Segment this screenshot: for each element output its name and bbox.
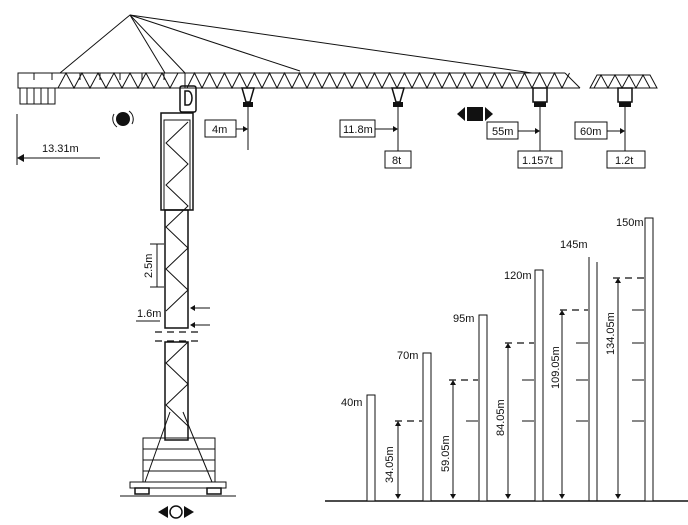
- operator-cab: [179, 85, 197, 113]
- ballast-base: [120, 411, 236, 497]
- jib-lacing-line: [186, 71, 570, 90]
- counter-jib: [17, 72, 186, 105]
- tower-145m: 145m 109.05m: [550, 239, 598, 501]
- mast-lacing: [165, 121, 189, 427]
- counter-jib-lacing-line: [57, 71, 179, 90]
- section-dimensions: 2.5m 1.6m: [136, 243, 210, 328]
- capacity-label: 1.2t: [615, 155, 633, 167]
- counter-jib-radius-label: 13.31m: [42, 143, 79, 155]
- radius-55m: 55m: [486, 121, 540, 140]
- section-height-label: 2.5m: [143, 254, 155, 278]
- radius-label: 55m: [492, 126, 513, 138]
- radius-60m: 60m: [574, 121, 625, 140]
- tower-150m: 150m 134.05m: [605, 217, 654, 502]
- capacity-label: 1.157t: [522, 155, 553, 167]
- total-height-label: 145m: [560, 239, 588, 251]
- trolley-60m: [617, 87, 633, 151]
- tower-70m: 70m 34.05m: [384, 350, 432, 502]
- radius-11.8m: 11.8m: [339, 119, 398, 138]
- total-height-label: 95m: [453, 313, 474, 325]
- counter-jib-dimension: 13.31m: [16, 114, 100, 165]
- radius-label: 60m: [580, 126, 601, 138]
- crane-structure: [17, 14, 658, 497]
- slewing-icon: [112, 110, 134, 128]
- free-height-label: 134.05m: [605, 312, 617, 355]
- trolleys: [241, 87, 633, 151]
- free-height-label: 59.05m: [440, 435, 452, 472]
- jib-lacing: [33, 71, 651, 90]
- tower-heights: 40m 70m 34.05m 95m 59.05m 120m 84.05m 14…: [325, 217, 688, 502]
- mast-lacing-line: [165, 341, 189, 427]
- trolley-11.8m: [391, 87, 405, 151]
- capacity-1.2t: 1.2t: [606, 150, 646, 169]
- tower-120m: 120m 84.05m: [495, 269, 544, 502]
- free-height-label: 84.05m: [495, 399, 507, 436]
- trolley-55m: [532, 87, 548, 151]
- tower-95m: 95m 59.05m: [440, 313, 488, 502]
- radius-4m: 4m: [204, 119, 248, 138]
- total-height-label: 40m: [341, 397, 362, 409]
- crane-travel-icon: [158, 505, 194, 519]
- jib-tip-lacing-line: [593, 73, 651, 90]
- total-height-label: 120m: [504, 270, 532, 282]
- capacity-1.157t: 1.157t: [517, 150, 563, 169]
- tower-40m: 40m: [341, 394, 376, 502]
- load-chart-labels: 4m 11.8m 55m 60m 8t 1.157t 1.2t: [204, 119, 646, 169]
- total-height-label: 150m: [616, 217, 644, 229]
- capacity-label: 8t: [392, 155, 401, 167]
- section-width-label: 1.6m: [137, 308, 161, 320]
- mast-lacing-line: [165, 121, 189, 312]
- free-height-label: 109.05m: [550, 346, 562, 389]
- radius-label: 4m: [212, 124, 227, 136]
- total-height-label: 70m: [397, 350, 418, 362]
- free-height-label: 34.05m: [384, 446, 396, 483]
- jib-ties: [59, 14, 533, 74]
- trolley-4m: [241, 87, 255, 150]
- capacity-8t: 8t: [384, 150, 412, 169]
- radius-label: 11.8m: [343, 124, 373, 136]
- tower-mast: [155, 112, 200, 441]
- trolley-travel-icon: [457, 107, 493, 121]
